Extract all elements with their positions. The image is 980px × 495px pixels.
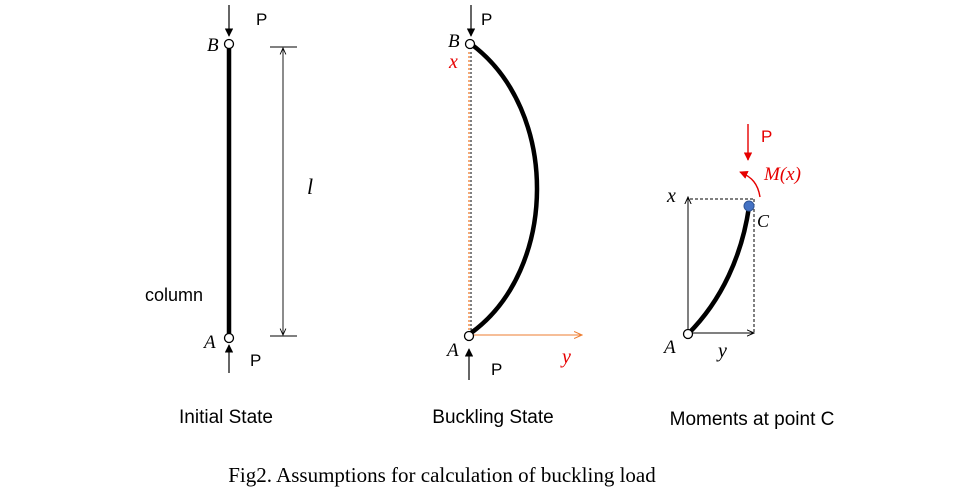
pin-a [463, 330, 475, 342]
point-c [743, 200, 755, 212]
label-a: A [445, 340, 459, 361]
title-initial-state: Initial State [179, 407, 273, 428]
pin-a [223, 332, 235, 344]
label-b: B [448, 31, 460, 52]
label-axis-x: x [448, 51, 458, 73]
label-load-bottom: P [491, 360, 502, 379]
title-moments-at-c: Moments at point C [670, 409, 835, 430]
figure-caption: Fig2. Assumptions for calculation of buc… [228, 463, 656, 487]
column-segment [685, 204, 752, 337]
moment-arrow [739, 171, 761, 198]
label-load-top: P [481, 10, 492, 29]
label-b: B [207, 35, 219, 56]
label-axis-y: y [716, 340, 727, 362]
buckled-column [468, 41, 540, 336]
pin-b [464, 38, 476, 50]
pin-a [682, 328, 694, 340]
label-load-bottom: P [250, 351, 261, 370]
label-axis-x: x [666, 185, 676, 207]
label-column: column [145, 285, 203, 305]
label-a: A [662, 337, 676, 358]
panel-moments-at-c: P M(x) x y A C Moments at point C [662, 124, 834, 430]
label-load: P [761, 127, 772, 146]
panel-buckling-state: B A P P x y Buckling State [432, 5, 582, 428]
label-c: C [757, 211, 770, 231]
label-axis-y: y [560, 346, 571, 368]
label-length: l [307, 174, 313, 199]
label-a: A [202, 332, 216, 353]
panel-initial-state: B A P P l column Initial State [145, 5, 313, 428]
label-moment: M(x) [763, 164, 801, 185]
label-load-top: P [256, 10, 267, 29]
pin-b [223, 38, 235, 50]
title-buckling-state: Buckling State [432, 407, 553, 428]
